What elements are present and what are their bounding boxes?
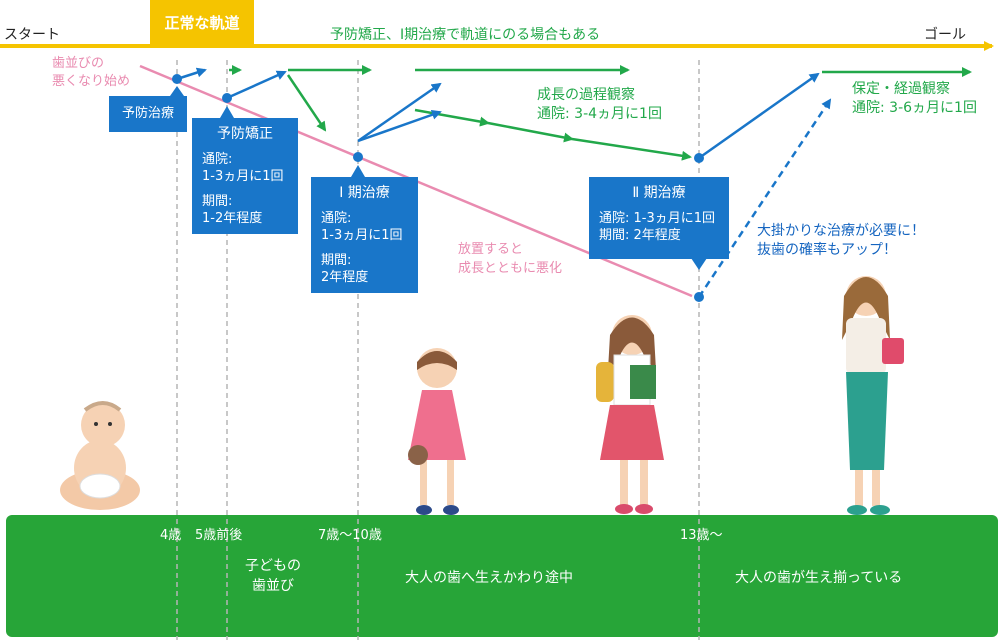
stage-child-teeth: 子どもの 歯並び (245, 558, 301, 594)
box-phase1: Ⅰ 期治療 通院: 1-3ヵ月に1回 期間: 2年程度 (311, 177, 418, 293)
worsening-start-label: 歯並びの 悪くなり始め (52, 56, 131, 89)
stage-adult-teeth: 大人の歯が生え揃っている (735, 570, 903, 586)
major-treatment-note: 大掛かりな治療が必要に！ 抜歯の確率もアップ！ (757, 223, 925, 258)
normal-track-badge: 正常な軌道 (150, 0, 254, 46)
box-phase2: Ⅱ 期治療 通院: 1-3ヵ月に1回 期間: 2年程度 (589, 177, 729, 259)
adult-woman-figure (842, 276, 904, 515)
retention-label: 保定・経過観察 通院: 3-6ヵ月に1回 (852, 81, 977, 116)
green-arrows (229, 65, 972, 161)
age-stage-band (6, 515, 998, 637)
teen-girl-figure (596, 315, 664, 514)
child-girl-figure (408, 348, 466, 515)
age-label-13: 13歳〜 (680, 528, 723, 543)
person-figures (60, 276, 904, 515)
stage-mixed-teeth: 大人の歯へ生えかわり途中 (405, 570, 573, 586)
goal-label: ゴール (924, 27, 966, 43)
age-label-5: 5歳前後 (195, 528, 243, 543)
box-prevent-ortho: 予防矯正 通院: 1-3ヵ月に1回 期間: 1-2年程度 (192, 118, 298, 234)
growth-observation-label: 成長の過程観察 通院: 3-4ヵ月に1回 (537, 87, 662, 122)
age-label-7-10: 7歳〜10歳 (318, 528, 382, 543)
baby-figure (60, 401, 140, 510)
start-label: スタート (4, 27, 60, 43)
age-label-4: 4歳 (160, 528, 182, 543)
blue-arrows (176, 67, 832, 298)
neglect-label: 放置すると 成長とともに悪化 (458, 242, 563, 276)
age-guides (176, 60, 700, 640)
header-message: 予防矯正、Ⅰ期治療で軌道にのる場合もある (330, 27, 601, 43)
nodes (172, 74, 704, 302)
box-prevent-treatment: 予防治療 (109, 96, 187, 132)
